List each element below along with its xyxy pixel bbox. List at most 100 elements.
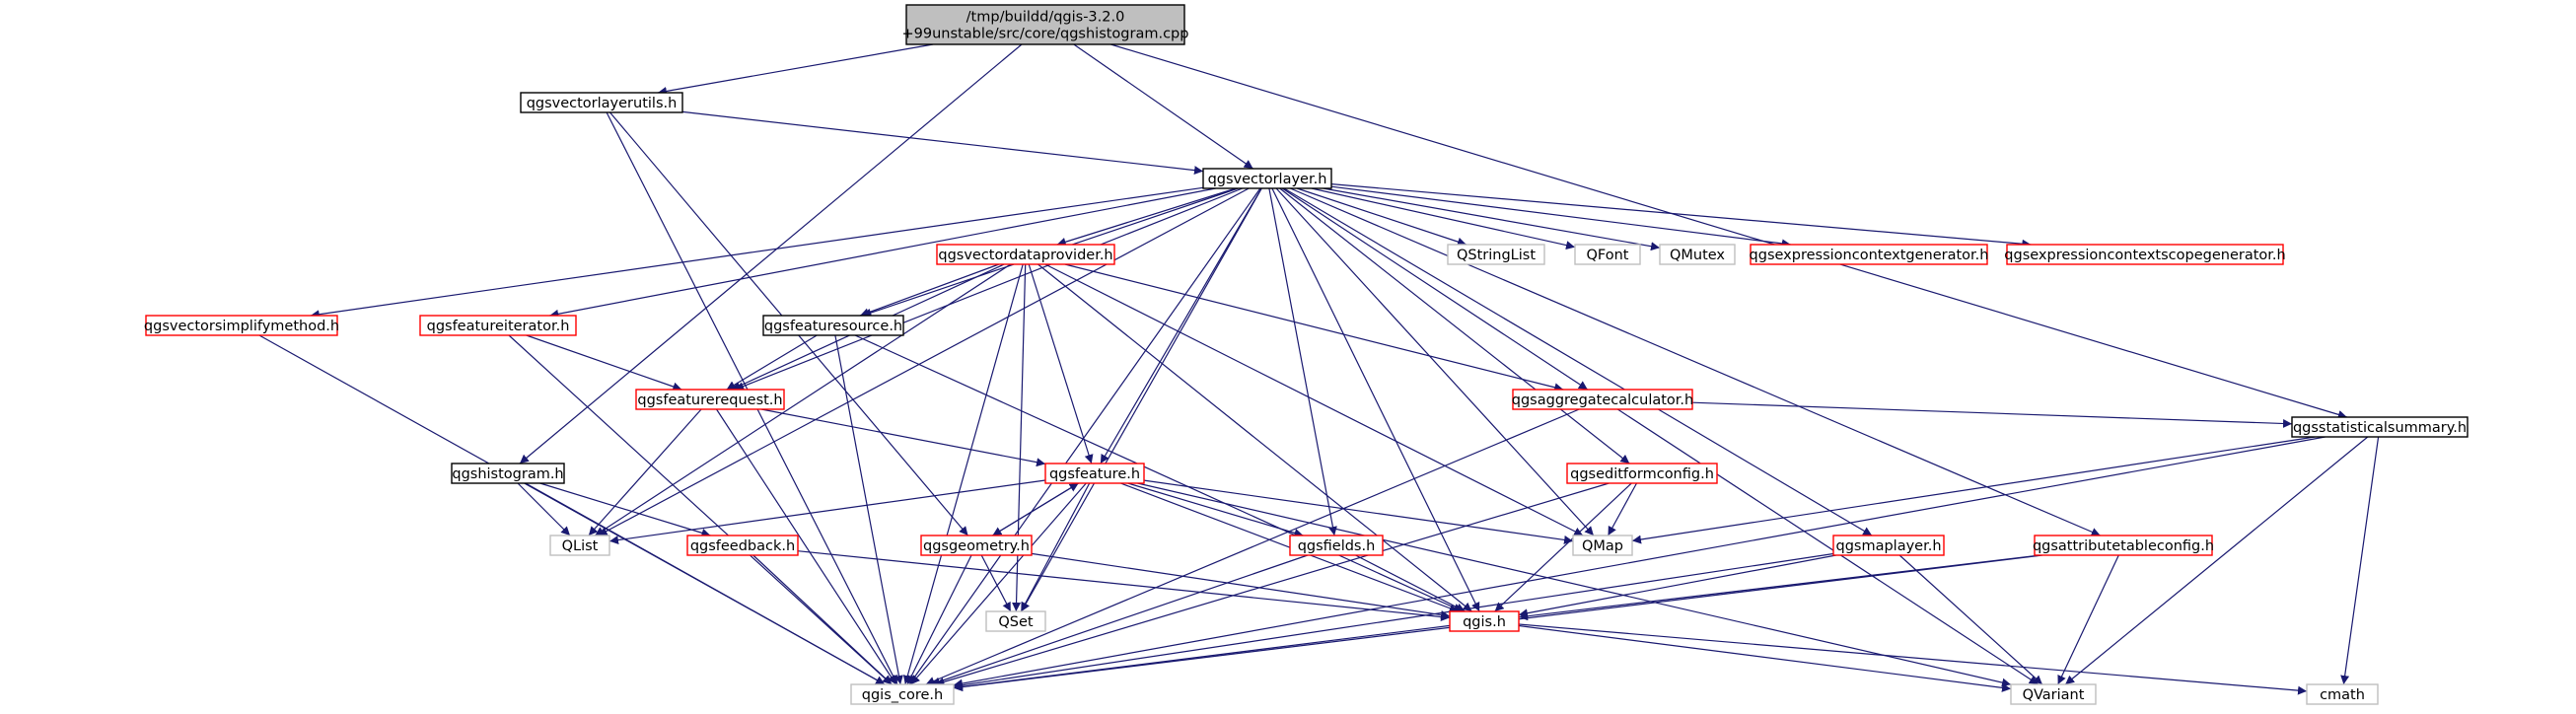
node-vlutils[interactable]: qgsvectorlayerutils.h (520, 92, 683, 113)
node-box (2291, 416, 2469, 438)
edge-editform-to-qgis (1494, 482, 1632, 612)
node-qmutex[interactable]: QMutex (1659, 244, 1736, 265)
node-fields[interactable]: qgsfields.h (1289, 535, 1384, 556)
edge-geometry-to-feature (992, 482, 1079, 536)
node-label: qgsattributetableconfig.h (2033, 538, 2214, 554)
node-label: /tmp/buildd/qgis-3.2.0 (966, 10, 1125, 26)
node-label: qgsfeatureiterator.h (427, 319, 570, 334)
node-simplify[interactable]: qgsvectorsimplifymethod.h (144, 315, 339, 336)
node-label: qgsvectordataprovider.h (938, 248, 1112, 263)
node-label: QList (562, 538, 599, 554)
node-label: QVariant (2023, 687, 2085, 703)
edge-vlayer-to-attrtable (1290, 187, 2101, 536)
node-histogram[interactable]: qgshistogram.h (451, 463, 565, 484)
edge-featiter-to-qgiscore (508, 334, 893, 685)
node-label: qgsvectorsimplifymethod.h (144, 319, 339, 334)
node-editform[interactable]: qgseditformconfig.h (1566, 463, 1718, 484)
edge-editform-to-qmap (1607, 482, 1638, 536)
edge-vdp-to-feature (1028, 263, 1094, 464)
edge-attrtable-to-qvariant (2057, 554, 2119, 685)
node-label: qgsaggregatecalculator.h (1512, 393, 1693, 408)
node-label: qgsexpressioncontextgenerator.h (1750, 248, 1989, 263)
edge-vdp-to-aggcalc (1064, 263, 1564, 393)
edge-statsum-to-qgiscore (953, 436, 2326, 688)
node-feedback[interactable]: qgsfeedback.h (686, 535, 799, 556)
node-qvariant[interactable]: QVariant (2010, 683, 2097, 705)
node-featreq[interactable]: qgsfeaturerequest.h (635, 389, 785, 410)
node-qmap[interactable]: QMap (1572, 535, 1633, 556)
node-label: QStringList (1457, 248, 1536, 263)
edge-feature-to-fields (1127, 482, 1304, 537)
node-qset[interactable]: QSet (985, 610, 1046, 632)
edge-histogram-to-feedback (539, 482, 711, 537)
node-qfont[interactable]: QFont (1574, 244, 1641, 265)
edge-vlayer-to-qgiscore (908, 187, 1261, 685)
node-label: qgis.h (1463, 614, 1506, 630)
edge-vdp-to-featsrc (859, 263, 1000, 318)
edge-vlayer-to-featreq (734, 187, 1244, 391)
edge-vlayer-to-editform (1279, 187, 1630, 464)
node-featiter[interactable]: qgsfeatureiterator.h (419, 315, 577, 336)
node-box (762, 315, 904, 336)
edge-aggcalc-to-statsum (1691, 401, 2293, 428)
node-attrtable[interactable]: qgsattributetableconfig.h (2033, 535, 2214, 556)
node-aggcalc[interactable]: qgsaggregatecalculator.h (1512, 389, 1693, 410)
edge-vlayer-to-qstringlist (1296, 187, 1467, 247)
node-label: qgsexpressioncontextscopegenerator.h (2004, 248, 2285, 263)
edge-featsrc-to-featreq (726, 334, 818, 391)
node-geometry[interactable]: qgsgeometry.h (920, 535, 1033, 556)
node-box (985, 610, 1046, 632)
edge-vlayer-to-simplify (310, 186, 1204, 320)
node-box (419, 315, 577, 336)
node-statsum[interactable]: qgsstatisticalsummary.h (2291, 416, 2469, 438)
edge-maplayer-to-qgiscore (953, 552, 1834, 690)
node-box (1659, 244, 1736, 265)
edge-geometry-to-qset (980, 554, 1012, 612)
node-exprscope[interactable]: qgsexpressioncontextscopegenerator.h (2004, 244, 2286, 265)
node-qlist[interactable]: QList (549, 535, 610, 556)
node-box (1449, 610, 1520, 632)
node-label: QSet (998, 614, 1034, 630)
node-qgis[interactable]: qgis.h (1449, 610, 1520, 632)
node-box (1832, 535, 1945, 556)
edge-feature-to-qset (1020, 482, 1091, 612)
node-label: qgsvectorlayerutils.h (527, 96, 678, 111)
node-box (920, 535, 1033, 556)
node-vdp[interactable]: qgsvectordataprovider.h (936, 244, 1115, 265)
edge-editform-to-qgiscore (935, 482, 1610, 686)
edge-featsrc-to-qgis (854, 334, 1464, 612)
node-feature[interactable]: qgsfeature.h (1044, 463, 1145, 484)
edge-featiter-to-featreq (526, 334, 682, 392)
node-box (1566, 463, 1718, 484)
edge-vlayer-to-qmap (1275, 187, 1595, 536)
edge-geometry-to-qgiscore (906, 554, 972, 685)
edge-maplayer-to-qgis (1518, 554, 1836, 618)
edge-vdp-to-qset (1012, 263, 1027, 612)
edge-feedback-to-qgis (797, 550, 1451, 621)
node-maplayer[interactable]: qgsmaplayer.h (1832, 535, 1945, 556)
node-exprctxgen[interactable]: qgsexpressioncontextgenerator.h (1750, 244, 1989, 265)
node-box (1044, 463, 1145, 484)
node-featsrc[interactable]: qgsfeaturesource.h (762, 315, 904, 336)
node-cmath[interactable]: cmath (2306, 683, 2379, 705)
edge-vlayer-to-fields (1268, 187, 1337, 536)
node-box (2006, 244, 2284, 265)
node-label: qgsstatisticalsummary.h (2293, 420, 2467, 436)
edge-statsum-to-qvariant (2064, 436, 2369, 685)
edge-feature-to-qlist (608, 479, 1046, 545)
node-qstringlist[interactable]: QStringList (1447, 244, 1545, 265)
node-box (1574, 244, 1641, 265)
node-label: qgis_core.h (862, 687, 943, 703)
edge-vlayer-to-exprctxgen (1330, 185, 1791, 249)
node-label: qgseditformconfig.h (1570, 466, 1714, 482)
node-box (635, 389, 785, 410)
node-qgiscore[interactable]: qgis_core.h (850, 683, 955, 705)
edge-vdp-to-qmap (1044, 263, 1584, 536)
node-vlayer[interactable]: qgsvectorlayer.h (1202, 168, 1332, 189)
edge-fields-to-qgis (1355, 554, 1466, 612)
edge-root-to-histogram (519, 43, 1023, 464)
edge-vlayer-to-aggcalc (1281, 187, 1589, 391)
node-box (2306, 683, 2379, 705)
edge-vlayer-to-exprscope (1330, 183, 2032, 249)
